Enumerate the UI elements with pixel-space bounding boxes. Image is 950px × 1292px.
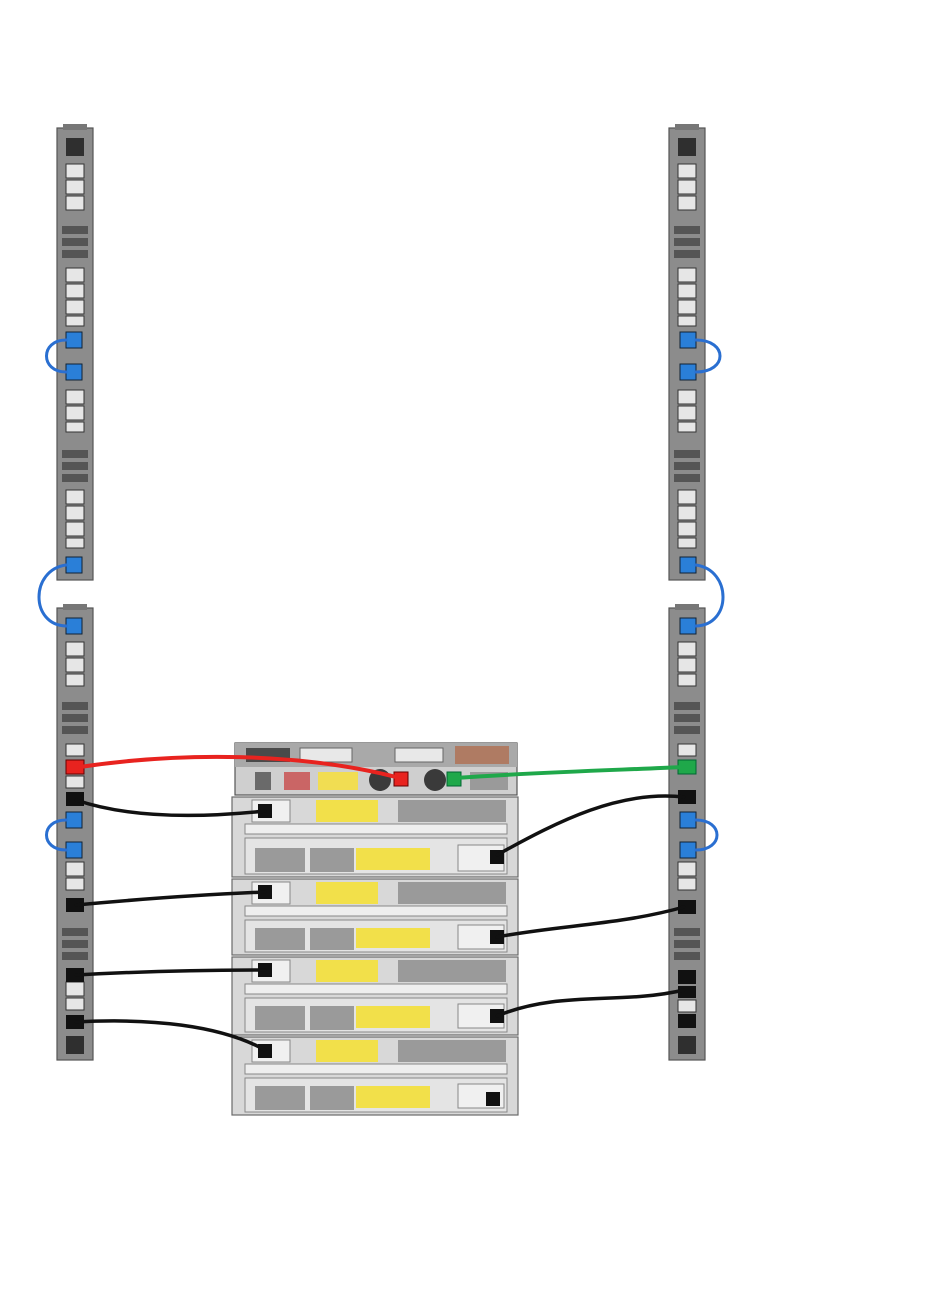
enclosure-1: [232, 797, 518, 877]
blue-port: [680, 557, 696, 573]
blue-port: [680, 332, 696, 348]
blue-port: [680, 842, 696, 858]
blue-port: [66, 557, 82, 573]
blue-port: [66, 332, 82, 348]
pdu-right-upper: [669, 124, 705, 580]
enclosure-3: [232, 957, 518, 1035]
blue-port: [680, 364, 696, 380]
blue-port: [680, 812, 696, 828]
black-plug: [678, 970, 696, 984]
blue-port: [66, 842, 82, 858]
pdu-left-lower: [57, 604, 93, 1060]
black-cable-r2: [497, 907, 684, 937]
blue-port: [66, 812, 82, 828]
black-plug: [678, 1014, 696, 1028]
controller: [235, 743, 517, 795]
black-cable-r1: [497, 796, 684, 855]
enclosure-4: [232, 1037, 518, 1115]
blue-port: [66, 364, 82, 380]
black-plug: [486, 1092, 500, 1106]
enclosure-stack: [232, 797, 518, 1115]
enclosure-2: [232, 879, 518, 955]
blue-port: [680, 618, 696, 634]
blue-port: [66, 618, 82, 634]
black-cable-r3: [497, 990, 684, 1016]
pdu-left-upper: [57, 124, 93, 580]
